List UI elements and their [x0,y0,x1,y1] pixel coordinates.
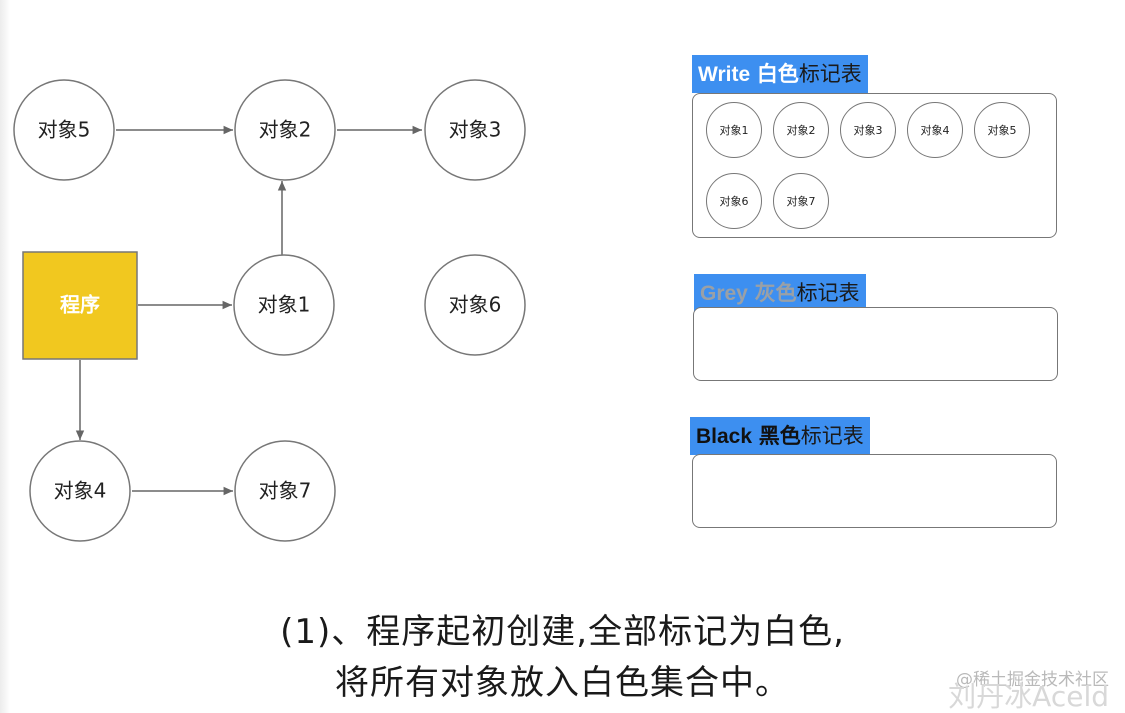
black-title-en: Black [696,425,753,448]
node-obj6: 对象6 [424,254,526,356]
grey-table-title: Grey 灰色标记表 [694,274,866,312]
watermark: @稀土掘金技术社区 刘丹冰Aceld [948,672,1109,711]
node-label: 对象7 [259,479,312,503]
program-label: 程序 [60,293,100,317]
watermark-line-2: 刘丹冰Aceld [948,680,1109,713]
white-table-title: Write 白色标记表 [692,55,868,93]
node-obj5: 对象5 [13,79,115,181]
black-mark-table [692,454,1057,528]
node-label: 对象5 [38,118,91,142]
black-title-color: 黑色 [758,424,801,448]
object-graph: 程序 对象5 对象2 对象3 对象1 对象6 对象4 对象7 [13,79,526,542]
node-obj4: 对象4 [29,440,131,542]
white-title-rest: 标记表 [798,62,862,86]
caption-line-1: (1)、程序起初创建,全部标记为白色, [280,612,845,652]
white-item: 对象1 [706,102,762,158]
white-item: 对象2 [773,102,829,158]
grey-title-color: 灰色 [754,281,797,305]
white-title-color: 白色 [756,62,799,86]
program-node: 程序 [22,251,138,360]
node-label: 对象4 [54,479,107,503]
white-item: 对象4 [907,102,963,158]
node-label: 对象6 [449,293,502,317]
white-title-en: Write [698,63,751,86]
node-obj2: 对象2 [234,79,336,181]
white-item: 对象3 [840,102,896,158]
grey-mark-table [693,307,1058,381]
node-obj7: 对象7 [234,440,336,542]
white-item: 对象7 [773,173,829,229]
black-table-title: Black 黑色标记表 [690,417,870,455]
grey-title-en: Grey [700,282,748,305]
grey-title-rest: 标记表 [796,281,860,305]
node-obj3: 对象3 [424,79,526,181]
node-label: 对象3 [449,118,502,142]
white-item: 对象6 [706,173,762,229]
page-left-shade [0,0,10,713]
node-obj1: 对象1 [233,254,335,356]
white-item: 对象5 [974,102,1030,158]
node-label: 对象2 [259,118,312,142]
black-title-rest: 标记表 [800,424,864,448]
node-label: 对象1 [258,293,311,317]
caption-line-2: 将所有对象放入白色集合中。 [335,663,790,703]
watermark-line-1: @稀土掘金技术社区 [956,670,1109,690]
white-mark-table: 对象1 对象2 对象3 对象4 对象5 对象6 对象7 [692,93,1057,238]
